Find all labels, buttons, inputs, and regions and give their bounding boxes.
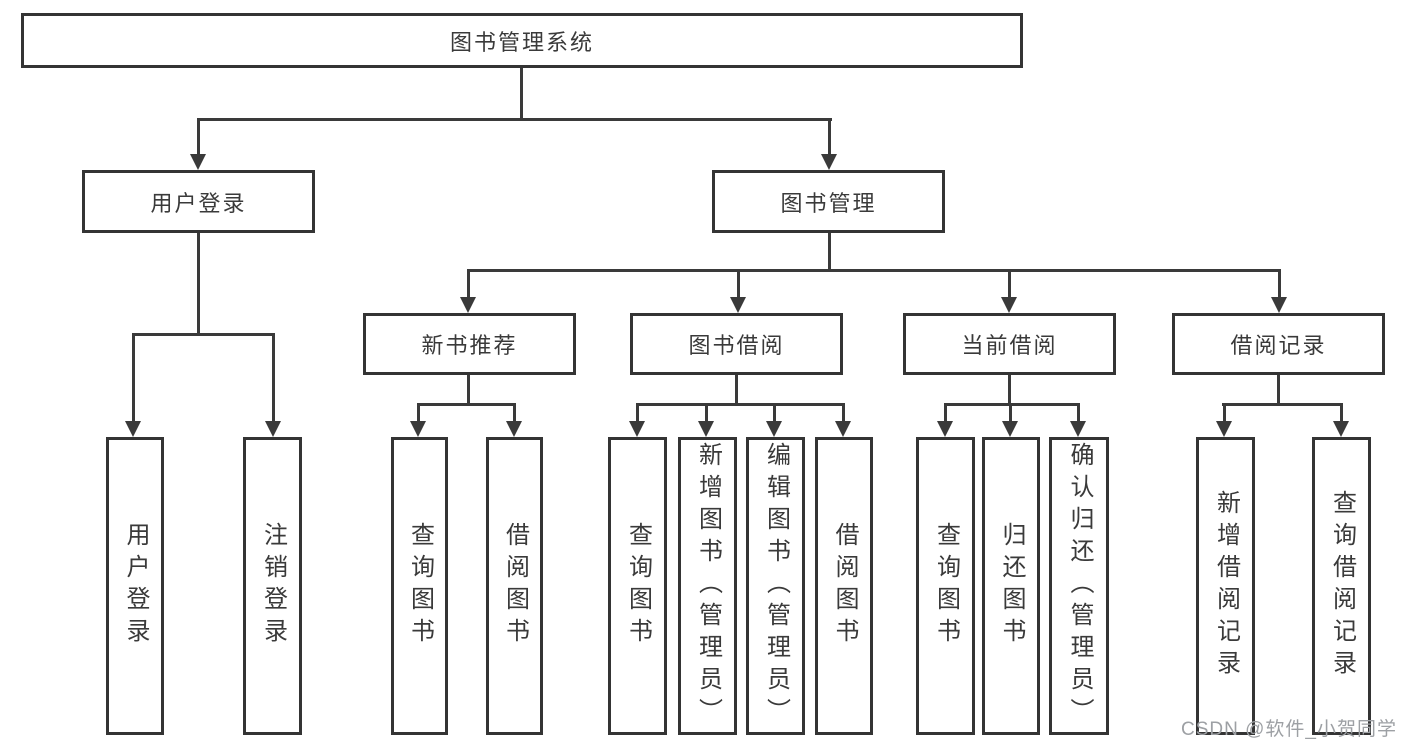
arrow-down-icon (835, 421, 851, 437)
connector-drop-line (132, 333, 135, 425)
leaf-recommend-borrow-books: 借阅图书 (486, 437, 543, 735)
leaf-query-borrow-record: 查询借阅记录 (1312, 437, 1371, 735)
leaf-label: 注销登录 (259, 522, 287, 650)
node-new-book-recommend: 新书推荐 (363, 313, 576, 375)
leaf-label: 查询图书 (624, 522, 652, 650)
connector-level2-bus (197, 118, 832, 121)
connector-drop-line (513, 403, 516, 425)
connector-drop-line (828, 118, 831, 156)
connector-drop-line (737, 269, 740, 299)
connector-drop-line (197, 118, 200, 156)
connector-root-stem (520, 68, 523, 121)
leaf-confirm-return-admin: 确认归还（管理员） (1049, 437, 1109, 735)
arrow-down-icon (506, 421, 522, 437)
leaf-add-borrow-record: 新增借阅记录 (1196, 437, 1255, 735)
leaf-recommend-query-books: 查询图书 (391, 437, 448, 735)
leaf-label: 用户登录 (122, 522, 149, 650)
leaf-label: 借阅图书 (831, 522, 858, 650)
leaf-label: 借阅图书 (501, 522, 529, 650)
arrow-down-icon (937, 421, 953, 437)
leaf-return-books: 归还图书 (982, 437, 1040, 735)
connector-drop-line (773, 403, 776, 425)
arrow-down-icon (410, 421, 426, 437)
leaf-label: 查询图书 (932, 522, 960, 650)
connector-group-bus (417, 403, 515, 406)
connector-drop-line (272, 333, 275, 425)
leaf-add-books-admin: 新增图书（管理员） (678, 437, 737, 735)
arrow-down-icon (1001, 297, 1017, 313)
leaf-label: 新增借阅记录 (1212, 490, 1240, 682)
arrow-down-icon (125, 421, 141, 437)
connector-drop-line (467, 269, 470, 299)
connector-group-stem (1277, 375, 1280, 405)
connector-group-bus (1222, 403, 1343, 406)
leaf-borrow-books: 借阅图书 (815, 437, 873, 735)
connector-book-mgmt-stem (828, 233, 831, 272)
connector-drop-line (944, 403, 947, 425)
arrow-down-icon (1216, 421, 1232, 437)
connector-drop-line (1008, 269, 1011, 299)
leaf-label: 归还图书 (998, 522, 1025, 650)
arrow-down-icon (730, 297, 746, 313)
connector-level3-bus (467, 269, 1281, 272)
csdn-watermark: CSDN @软件_小贺同学 (1181, 719, 1397, 740)
arrow-down-icon (698, 421, 714, 437)
arrow-down-icon (1271, 297, 1287, 313)
connector-drop-line (1340, 403, 1343, 425)
node-book-management: 图书管理 (712, 170, 945, 233)
leaf-label: 编辑图书（管理员） (762, 442, 790, 730)
connector-group-stem (1008, 375, 1011, 405)
leaf-label: 查询图书 (406, 522, 434, 650)
connector-user-login-bus (132, 333, 275, 336)
connector-drop-line (1077, 403, 1080, 425)
connector-drop-line (1223, 403, 1226, 425)
arrow-down-icon (1070, 421, 1086, 437)
connector-drop-line (636, 403, 639, 425)
leaf-edit-books-admin: 编辑图书（管理员） (746, 437, 805, 735)
arrow-down-icon (265, 421, 281, 437)
arrow-down-icon (766, 421, 782, 437)
connector-drop-line (705, 403, 708, 425)
leaf-borrow-query-books: 查询图书 (608, 437, 667, 735)
connector-drop-line (1009, 403, 1012, 425)
leaf-current-query-books: 查询图书 (916, 437, 975, 735)
arrow-down-icon (1333, 421, 1349, 437)
connector-drop-line (842, 403, 845, 425)
node-current-borrow: 当前借阅 (903, 313, 1116, 375)
arrow-down-icon (190, 154, 206, 170)
connector-drop-line (1278, 269, 1281, 299)
arrow-down-icon (460, 297, 476, 313)
arrow-down-icon (821, 154, 837, 170)
leaf-logout: 注销登录 (243, 437, 302, 735)
leaf-label: 新增图书（管理员） (694, 442, 722, 730)
arrow-down-icon (629, 421, 645, 437)
connector-group-bus (636, 403, 844, 406)
connector-drop-line (417, 403, 420, 425)
leaf-label: 查询借阅记录 (1328, 490, 1356, 682)
leaf-label: 确认归还（管理员） (1066, 442, 1093, 730)
node-borrow-records: 借阅记录 (1172, 313, 1385, 375)
connector-group-stem (735, 375, 738, 405)
node-library-system-root: 图书管理系统 (21, 13, 1023, 68)
leaf-user-login: 用户登录 (106, 437, 164, 735)
connector-group-stem (467, 375, 470, 405)
node-user-login: 用户登录 (82, 170, 315, 233)
node-book-borrow: 图书借阅 (630, 313, 843, 375)
connector-user-login-stem (197, 233, 200, 336)
arrow-down-icon (1002, 421, 1018, 437)
